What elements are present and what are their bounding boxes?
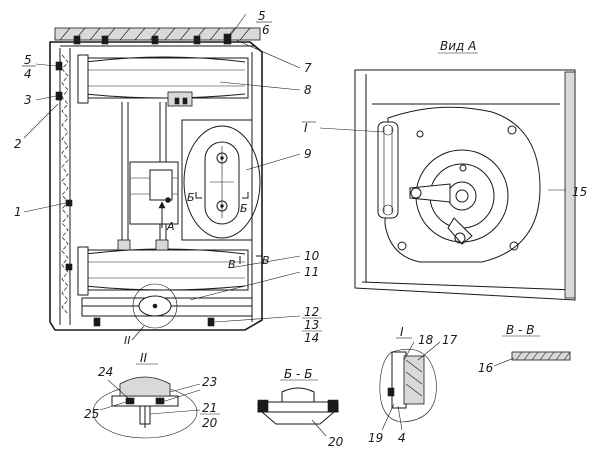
- leader-lines-main: [23, 13, 301, 323]
- callout-20-section: 20: [328, 435, 344, 449]
- callout-17: 17: [442, 333, 458, 347]
- upper-heater-block: [77, 57, 249, 99]
- callout-8: 8: [304, 83, 312, 97]
- section-mark-v-left: В: [228, 258, 236, 271]
- roof-bolts: [73, 33, 232, 45]
- section-mark-b-right: Б: [240, 202, 248, 215]
- callout-19: 19: [368, 431, 383, 445]
- section-mark-v-right: В: [262, 254, 270, 267]
- callout-4: 4: [24, 67, 32, 81]
- section-v-v-title: В - В: [506, 323, 534, 337]
- callout-15: 15: [572, 185, 587, 199]
- callout-5-top: 5: [258, 9, 266, 23]
- callout-12: 12: [304, 305, 319, 319]
- callout-6: 6: [262, 23, 270, 37]
- main-view: [49, 27, 263, 341]
- callout-13: 13: [304, 318, 319, 332]
- housing-outline: [49, 41, 263, 331]
- fan-scroll: [384, 106, 541, 263]
- lower-heater-block: [77, 249, 249, 291]
- callout-21: 21: [202, 401, 217, 415]
- callouts-main: 5 6 5 4 3 2 1 7 8 9 10 11 12 13 14 Б Б В…: [14, 9, 322, 347]
- callout-11: 11: [304, 265, 319, 279]
- view-a-slot: [377, 121, 399, 219]
- callout-7: 7: [304, 61, 312, 75]
- callout-20-detail: 20: [202, 416, 218, 430]
- section-mark-b-left: Б: [187, 191, 195, 204]
- callout-9: 9: [304, 147, 312, 161]
- callout-14: 14: [304, 331, 319, 345]
- callout-24: 24: [98, 365, 113, 379]
- view-arrow-a: А: [166, 220, 175, 233]
- callout-25: 25: [84, 407, 99, 421]
- callout-3: 3: [24, 93, 32, 107]
- callout-23: 23: [202, 375, 217, 389]
- view-a-outline: [354, 69, 576, 301]
- callout-7-view-a: I: [304, 121, 308, 135]
- section-v-v: В - В: [493, 323, 571, 367]
- detail-ii: II: [92, 351, 201, 439]
- callout-1: 1: [14, 205, 22, 219]
- callout-16: 16: [478, 361, 494, 375]
- detail-mark-ii: II: [124, 334, 131, 347]
- detail-ii-title: II: [140, 351, 148, 365]
- callout-5-left: 5: [24, 53, 32, 67]
- section-b-b-title: Б - Б: [284, 367, 312, 381]
- view-a: Вид А: [319, 39, 576, 301]
- section-b-b: Б - Б: [257, 367, 339, 437]
- callout-4-detail: 4: [398, 431, 406, 445]
- detail-i: I: [379, 325, 441, 431]
- callout-2: 2: [14, 137, 22, 151]
- view-a-title: Вид А: [440, 39, 476, 53]
- detail-i-title: I: [400, 325, 404, 339]
- callout-18: 18: [418, 333, 434, 347]
- callout-10: 10: [304, 249, 320, 263]
